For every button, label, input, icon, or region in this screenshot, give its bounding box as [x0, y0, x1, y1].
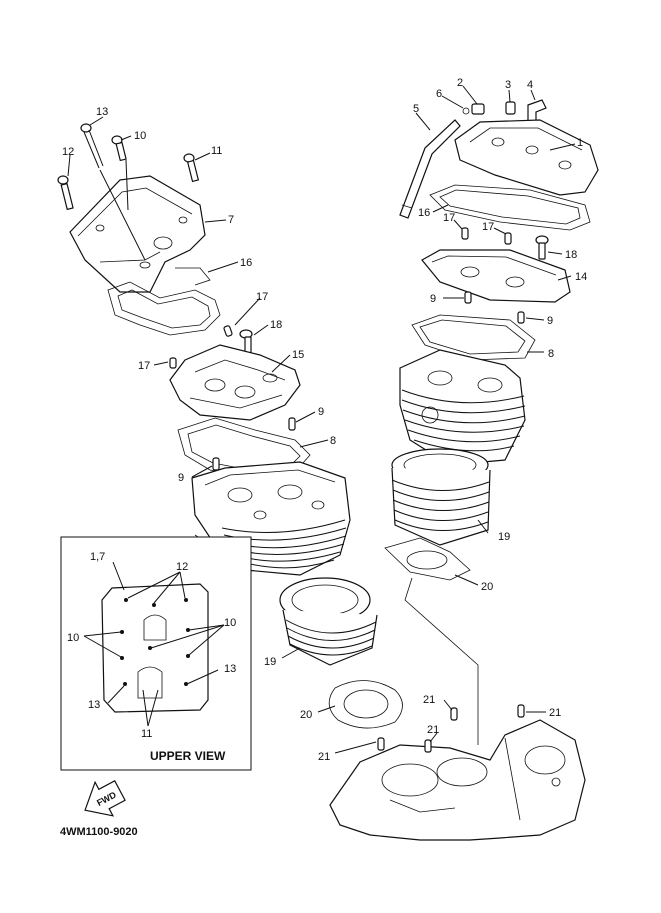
bolt-18-front [239, 329, 253, 354]
gasket-16-rear [429, 184, 591, 231]
callout-14: 14 [575, 271, 587, 283]
rocker-holder-front [169, 344, 301, 421]
inset-title: UPPER VIEW [150, 749, 226, 763]
gasket-20-front [328, 680, 403, 729]
stud-21-a [450, 707, 458, 721]
callout-3: 3 [505, 79, 511, 91]
rocker-cover-rear [454, 119, 599, 196]
inset-callout-13-right: 13 [224, 663, 236, 675]
callout-4: 4 [527, 79, 533, 91]
cylinder-head-rear-fins [401, 389, 526, 452]
bolt-13 [80, 123, 104, 169]
inset-callout-1-7: 1,7 [90, 551, 105, 563]
callout-16-rear: 16 [418, 207, 430, 219]
stud-21-c [377, 737, 385, 751]
bolt-11 [183, 153, 200, 183]
callout-21-d: 21 [318, 751, 330, 763]
inset-callout-11: 11 [141, 728, 152, 740]
inset-callout-13-left: 13 [88, 699, 100, 711]
callout-21-a: 21 [423, 694, 435, 706]
callout-17-rear-b: 17 [482, 221, 494, 233]
stud-21-d [424, 739, 432, 753]
breather-hose [399, 119, 461, 219]
bolt-10 [111, 135, 127, 162]
callout-9-front-left: 9 [178, 472, 184, 484]
dowel-9-rear-a [464, 291, 472, 304]
dowel-17-front-left [169, 357, 177, 369]
fitting-4 [527, 99, 547, 123]
dowel-17-rear-a [461, 227, 469, 240]
gasket-6 [462, 107, 470, 115]
drawing-code: 4WM1100-9020 [60, 826, 138, 838]
callout-21-b: 21 [549, 707, 561, 719]
cylinder-head-front-fins [221, 519, 347, 569]
callout-10: 10 [134, 130, 146, 142]
fwd-arrow-icon: FWD [84, 780, 126, 817]
callout-12: 12 [62, 146, 74, 158]
callout-9-front-right: 9 [318, 406, 324, 418]
callout-6: 6 [436, 88, 442, 100]
dowel-9-front-right [288, 417, 296, 431]
dowel-17-front-top [223, 325, 233, 337]
union-bolt-2 [471, 103, 485, 115]
inset-callout-10-left: 10 [67, 632, 79, 644]
gasket-16-front [107, 267, 221, 336]
dowel-9-front-left [212, 457, 220, 471]
callout-20-front: 20 [300, 709, 312, 721]
callout-13: 13 [96, 106, 108, 118]
callout-11: 11 [211, 145, 222, 157]
callout-18-front: 18 [270, 319, 282, 331]
gasket-20-rear [384, 537, 471, 581]
callout-1: 1 [577, 137, 583, 149]
callout-9-rear-right: 9 [547, 315, 553, 327]
callout-18-rear: 18 [565, 249, 577, 261]
callout-8-front: 8 [330, 435, 336, 447]
callout-19-rear: 19 [498, 531, 510, 543]
callout-16-front: 16 [240, 257, 252, 269]
dowel-9-rear-b [517, 311, 525, 324]
cylinder-rear [391, 448, 491, 546]
callout-8-rear: 8 [548, 348, 554, 360]
inset-callout-12: 12 [176, 561, 188, 573]
callout-17-front-left: 17 [138, 360, 150, 372]
callout-17-front-top: 17 [256, 291, 268, 303]
callout-5: 5 [413, 103, 419, 115]
callout-19-front: 19 [264, 656, 276, 668]
callout-21-c: 21 [427, 724, 439, 736]
stud-21-b [517, 704, 525, 718]
dowel-17-rear-b [504, 232, 512, 245]
callout-20-rear: 20 [481, 581, 493, 593]
leader-lines [67, 85, 576, 754]
callout-17-rear-a: 17 [443, 212, 455, 224]
upper-view-inset [60, 536, 252, 771]
bolt-12 [57, 175, 74, 211]
gasket-8-rear [411, 314, 536, 361]
crankcase [329, 719, 586, 841]
inset-callout-10-right: 10 [224, 617, 236, 629]
inset-cover-outline [101, 583, 209, 713]
rocker-cover-front [69, 175, 206, 293]
callout-7: 7 [228, 214, 234, 226]
callout-2: 2 [457, 77, 463, 89]
bolt-3 [505, 101, 516, 115]
callout-15: 15 [292, 349, 304, 361]
rocker-holder-rear [421, 249, 571, 303]
cylinder-front [279, 577, 378, 666]
bolt-18-rear [535, 235, 549, 260]
assembly-guide-line [404, 577, 479, 745]
callout-9-rear-left: 9 [430, 293, 436, 305]
